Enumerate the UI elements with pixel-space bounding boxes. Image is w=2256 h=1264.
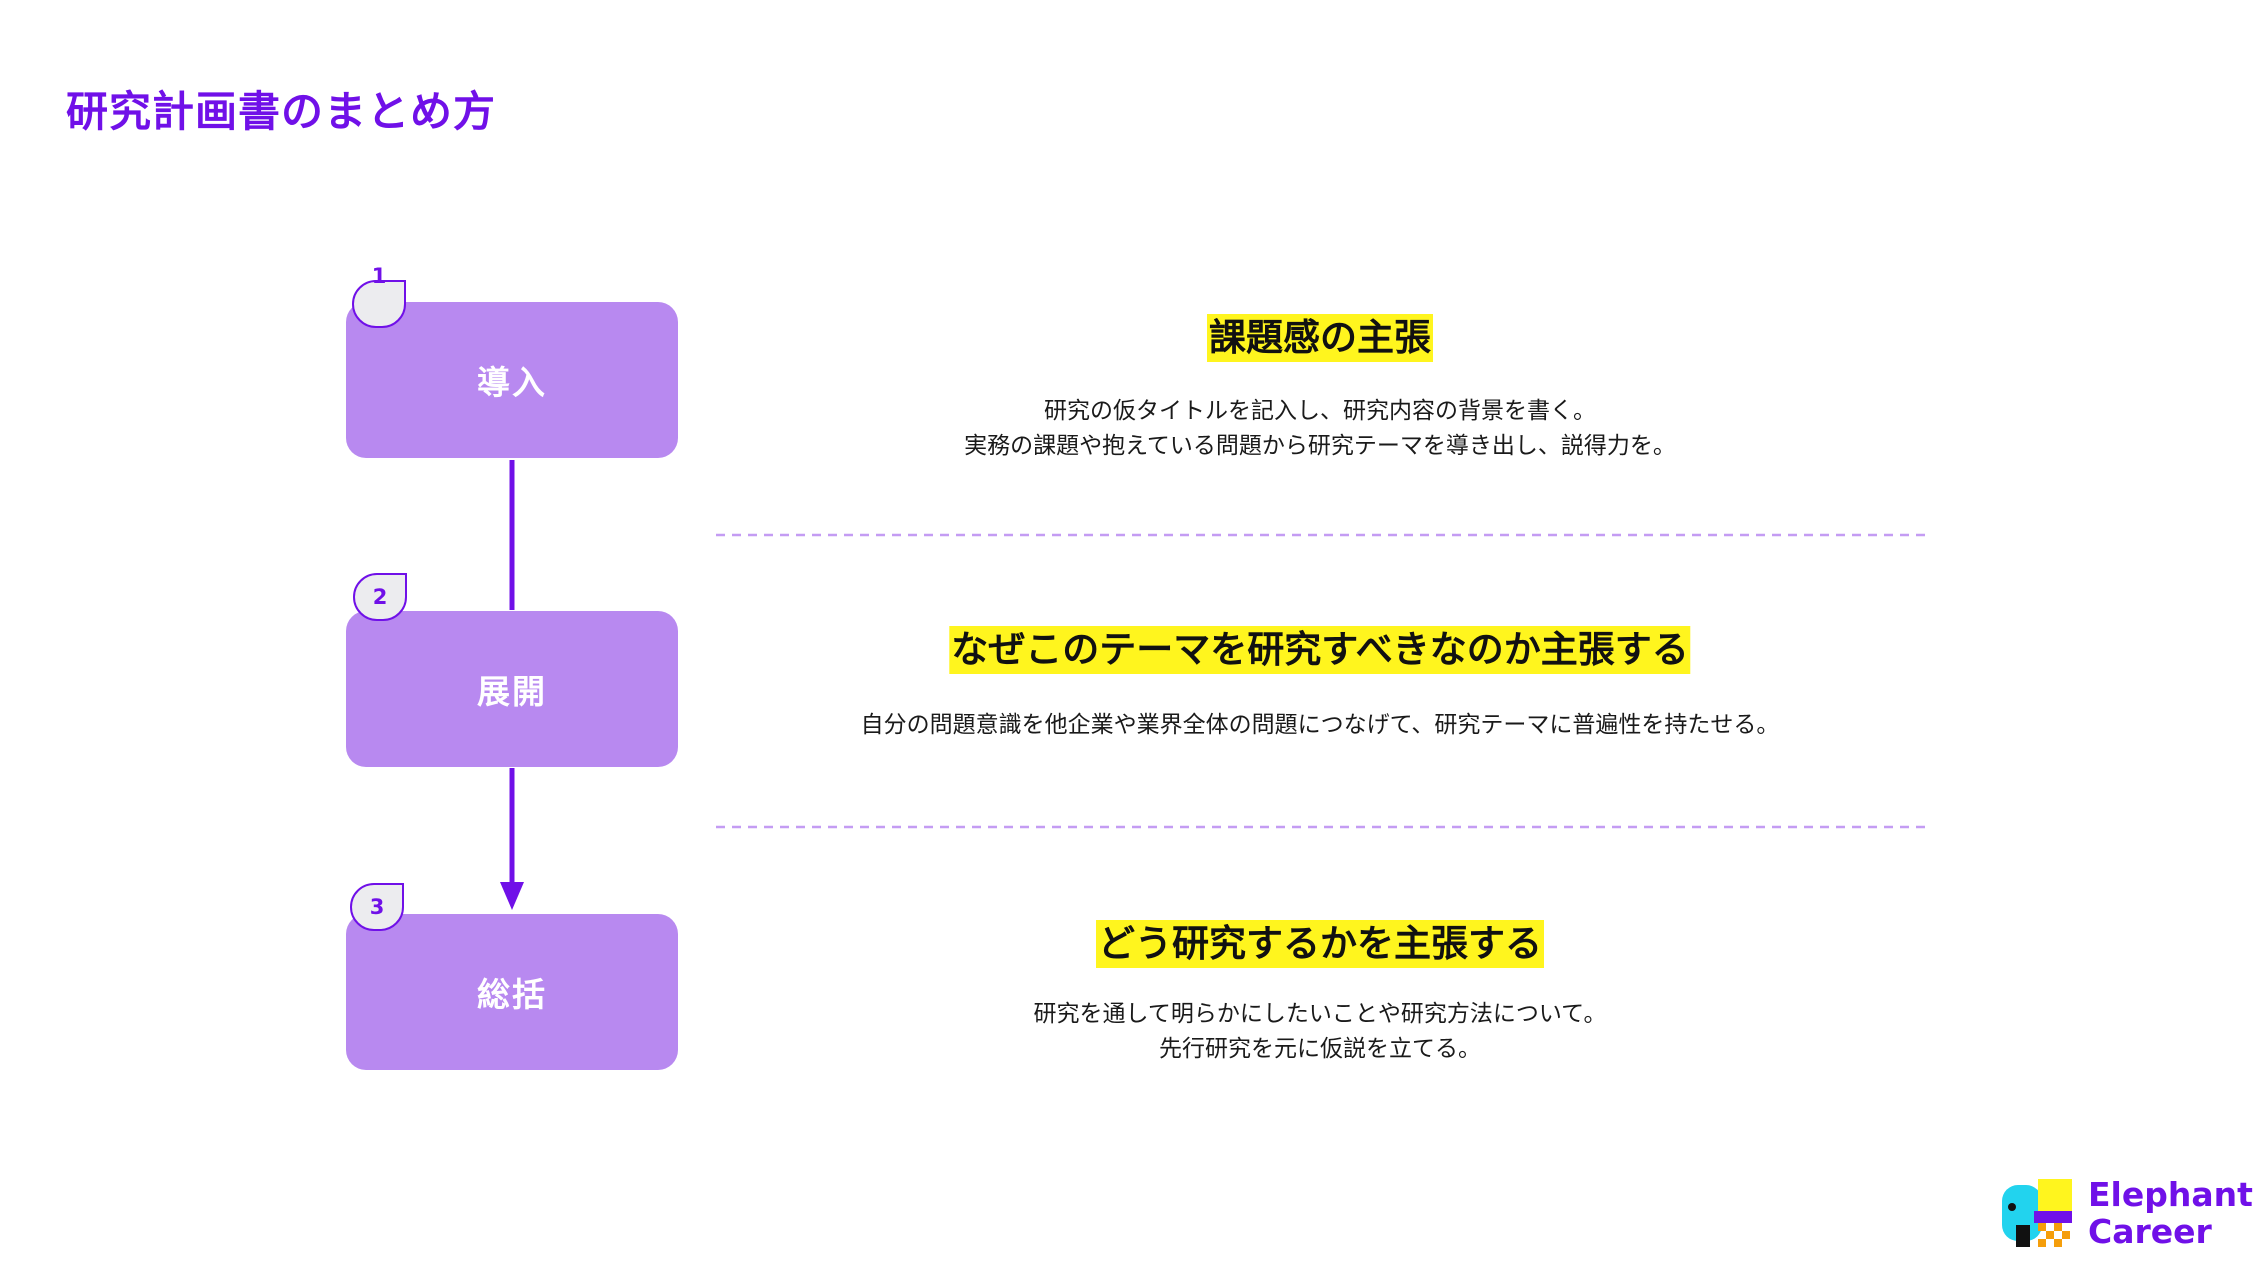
step-label: 展開: [477, 672, 547, 711]
step-box-development: 展開: [346, 611, 678, 767]
step-number-badge: 1: [352, 264, 406, 328]
arrow-head-icon: [500, 882, 524, 910]
description-line: 研究の仮タイトルを記入し、研究内容の背景を書く。: [1043, 398, 1596, 424]
step-heading-wrap: どう研究するかを主張する: [1096, 920, 1544, 969]
step-heading: どう研究するかを主張する: [1096, 920, 1544, 969]
step-heading-wrap: 課題感の主張: [1207, 314, 1433, 363]
step-number: 3: [369, 895, 385, 919]
step-description: 研究の仮タイトルを記入し、研究内容の背景を書く。 実務の課題や抱えている問題から…: [964, 394, 1676, 464]
step-box-intro: 導入: [346, 302, 678, 458]
step-label: 導入: [477, 363, 547, 402]
step-number: 1: [371, 264, 387, 288]
brand-name: Elephant Career: [2088, 1176, 2253, 1250]
description-line: 実務の課題や抱えている問題から研究テーマを導き出し、説得力を。: [964, 433, 1676, 459]
step-description: 自分の問題意識を他企業や業界全体の問題につなげて、研究テーマに普遍性を持たせる。: [861, 708, 1780, 743]
step-box-summary: 総括: [346, 914, 678, 1070]
description-line: 研究を通して明らかにしたいことや研究方法について。: [1033, 1001, 1607, 1027]
step-number: 2: [372, 585, 388, 609]
description-line: 自分の問題意識を他企業や業界全体の問題につなげて、研究テーマに普遍性を持たせる。: [860, 712, 1780, 738]
step-description: 研究を通して明らかにしたいことや研究方法について。 先行研究を元に仮説を立てる。: [1034, 997, 1607, 1067]
step-number-badge: 2: [353, 573, 407, 621]
step-heading: 課題感の主張: [1207, 314, 1433, 363]
step-heading: なぜこのテーマを研究すべきなのか主張する: [949, 626, 1691, 675]
step-heading-wrap: なぜこのテーマを研究すべきなのか主張する: [949, 626, 1691, 675]
elephant-career-logo-icon: [2002, 1179, 2072, 1247]
brand-line-2: Career: [2088, 1212, 2212, 1251]
step-label: 総括: [477, 975, 547, 1014]
description-line: 先行研究を元に仮説を立てる。: [1159, 1036, 1481, 1062]
step-number-badge: 3: [350, 883, 404, 931]
brand-line-1: Elephant: [2088, 1175, 2253, 1214]
page-title: 研究計画書のまとめ方: [66, 87, 497, 136]
